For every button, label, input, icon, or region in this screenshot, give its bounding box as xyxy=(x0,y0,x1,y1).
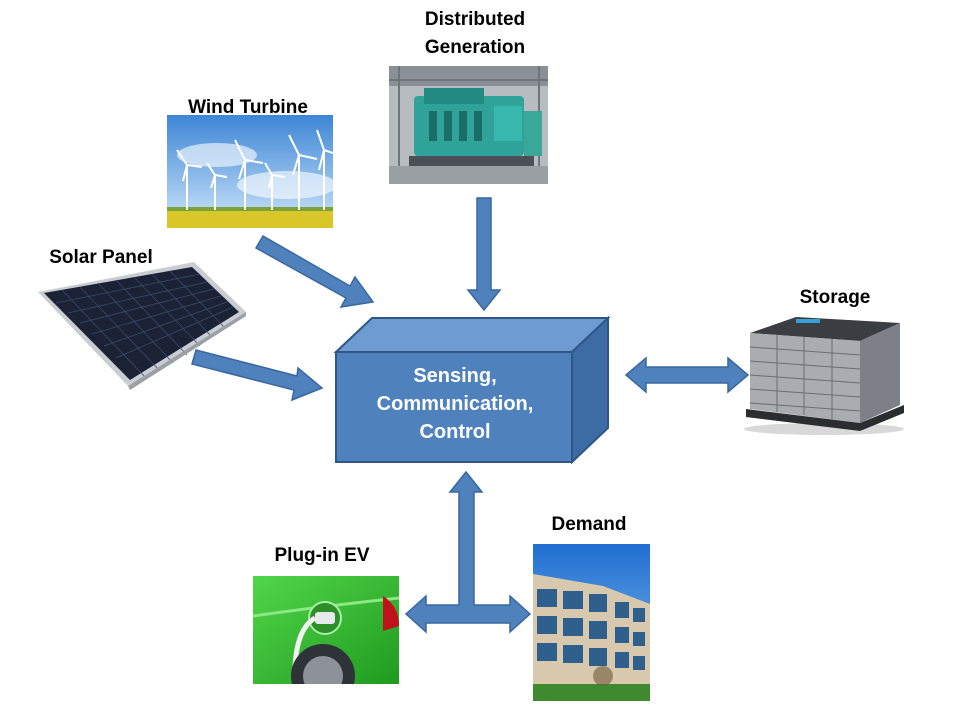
plug-in-ev-image xyxy=(253,576,399,684)
storage-image xyxy=(740,305,908,437)
arrow-hub-ev-demand xyxy=(404,470,532,634)
demand-image xyxy=(533,544,650,701)
plug-in-ev-label: Plug-in EV xyxy=(274,545,370,566)
wind-turbine-image xyxy=(167,115,333,228)
hub-label-line3: Control xyxy=(419,421,491,443)
demand-label: Demand xyxy=(551,514,627,535)
distributed-generation-image xyxy=(389,66,548,184)
hub-label: Sensing, Communication, Control xyxy=(340,362,570,446)
distributed-generation-label: Distributed Generation xyxy=(400,6,550,61)
arrow-generation-to-hub xyxy=(466,197,502,312)
hub-box-front xyxy=(335,351,573,463)
hub-label-line1: Sensing, xyxy=(413,365,497,387)
hub-box-top xyxy=(333,317,611,353)
storage-label: Storage xyxy=(799,287,871,308)
distributed-generation-label-line1: Distributed xyxy=(424,9,526,30)
solar-panel-label: Solar Panel xyxy=(49,247,153,268)
hub-label-line2: Communication, xyxy=(376,393,534,415)
arrow-wind-to-hub xyxy=(254,234,375,308)
solar-panel-image xyxy=(34,260,250,392)
arrow-storage-hub xyxy=(624,356,750,394)
distributed-generation-label-line2: Generation xyxy=(424,36,526,58)
wind-turbine-label: Wind Turbine xyxy=(188,97,308,118)
arrow-solar-to-hub xyxy=(191,349,324,402)
